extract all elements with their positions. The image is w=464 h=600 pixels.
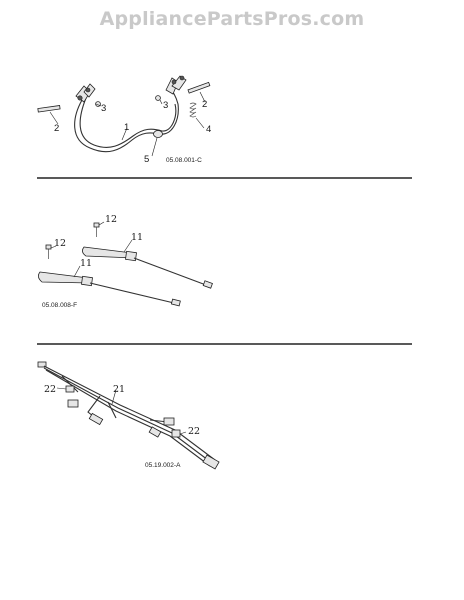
- section-2-heater-elements: [38, 221, 213, 307]
- callout-12-upper: 12: [105, 214, 117, 225]
- callout-22-left: 22: [44, 384, 56, 395]
- callout-12-lower: 12: [54, 238, 66, 249]
- callout-2-left: 2: [54, 123, 59, 134]
- callout-1: 1: [124, 122, 129, 133]
- callout-3-right: 3: [163, 100, 168, 111]
- section-1-wire-assembly: [37, 75, 211, 157]
- diagram-code-3: 05.19.002-A: [145, 462, 181, 469]
- callout-11-upper: 11: [131, 232, 143, 243]
- callout-3-left: 3: [101, 103, 106, 114]
- watermark: AppliancePartsPros.com: [99, 8, 365, 30]
- callout-11-lower: 11: [80, 258, 92, 269]
- diagram-code-1: 05.08.001-C: [166, 157, 202, 164]
- callout-21: 21: [113, 384, 125, 395]
- callout-2-right: 2: [202, 99, 207, 110]
- callout-22-right: 22: [188, 426, 200, 437]
- callout-4: 4: [206, 124, 211, 135]
- callout-5: 5: [144, 154, 149, 165]
- section-3-wire-harness: [37, 361, 220, 470]
- diagram-code-2: 05.08.008-F: [42, 302, 77, 309]
